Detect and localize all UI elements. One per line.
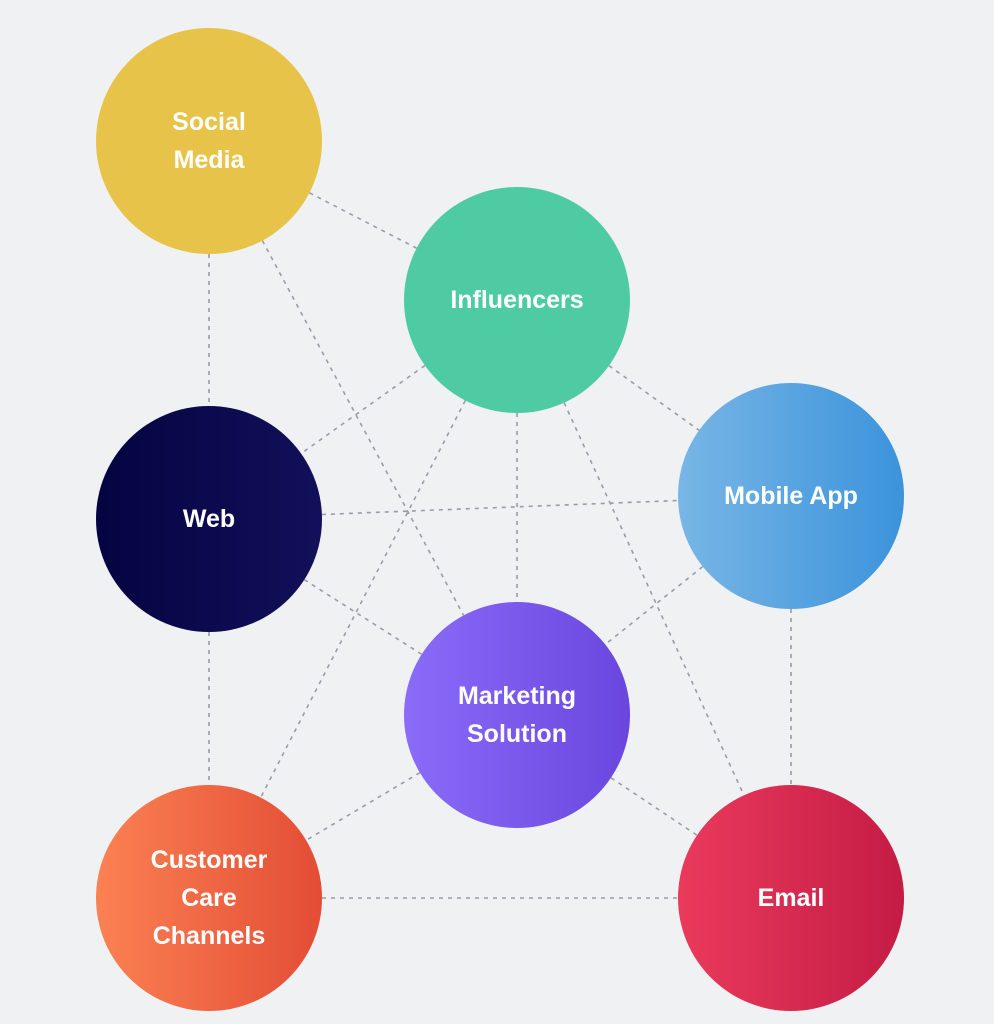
- node-email: Email: [678, 785, 904, 1011]
- node-label-web: Web: [182, 505, 236, 533]
- connection-influencers-web: [300, 364, 426, 455]
- connection-marketing-email: [610, 777, 698, 836]
- connection-marketing-customer: [305, 772, 421, 841]
- node-label-marketing-solution: Marketing Solution: [457, 682, 577, 748]
- node-social-media: Social Media: [96, 28, 322, 254]
- node-label-mobile-app: Mobile App: [724, 482, 858, 510]
- node-web: Web: [96, 406, 322, 632]
- connection-social-influencers: [309, 192, 417, 249]
- node-customer-care-channels: Customer Care Channels: [96, 785, 322, 1011]
- connection-social-marketing: [261, 240, 465, 616]
- connection-mobile-marketing: [604, 565, 704, 646]
- node-label-influencers: Influencers: [450, 286, 584, 314]
- node-label-email: Email: [757, 884, 825, 912]
- connection-influencers-mobile: [608, 365, 700, 431]
- node-mobile-app: Mobile App: [678, 383, 904, 609]
- connection-influencers-customer: [259, 400, 467, 798]
- node-label-customer-care-channels: Customer Care Channels: [150, 846, 268, 950]
- node-label-social-media: Social Media: [172, 108, 246, 174]
- connection-web-marketing: [303, 579, 423, 655]
- node-marketing-solution: Marketing Solution: [404, 602, 630, 828]
- connection-web-mobile: [321, 499, 679, 516]
- node-influencers: Influencers: [404, 187, 630, 413]
